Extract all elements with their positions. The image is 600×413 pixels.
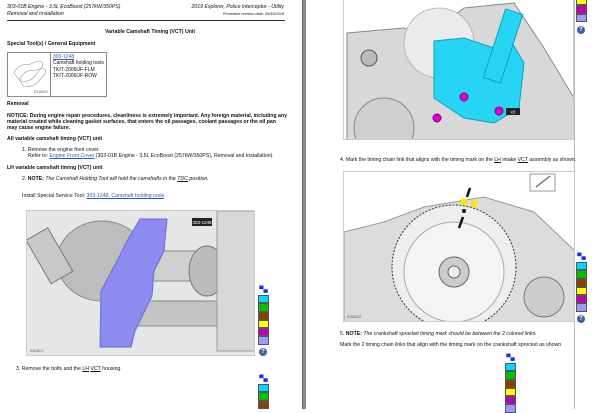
figure-vct-housing: x3	[343, 0, 574, 140]
step-1: 1. Remove the engine front cover.	[22, 147, 100, 153]
color-swatch-magenta[interactable]	[576, 5, 587, 14]
color-swatch-lavender[interactable]	[576, 13, 587, 22]
step-3: 3. Remove the bolts and the LH VCT housi…	[16, 366, 122, 372]
figure-id: E206022	[347, 315, 362, 319]
removal-heading: Removal	[7, 101, 29, 107]
color-palette[interactable]: ▀▄	[505, 355, 516, 413]
all-vct-heading: All variable camshaft timing (VCT) unit	[7, 136, 103, 142]
camera-icon[interactable]: ▀▄	[259, 376, 268, 382]
color-swatch-cyan[interactable]	[576, 262, 587, 271]
page-title: Variable Camshaft Timing (VCT) Unit	[104, 29, 196, 35]
color-swatch-yellow[interactable]	[576, 0, 587, 6]
tool-image: E216021	[8, 53, 51, 96]
camera-icon[interactable]: ▀▄	[506, 355, 515, 361]
figure-camshaft-tool: 303-1248 E204017	[26, 210, 255, 356]
color-swatch-yellow[interactable]	[258, 319, 269, 329]
color-swatch-lavender[interactable]	[576, 303, 587, 312]
camera-icon[interactable]: ▀▄	[259, 287, 268, 293]
color-swatch-green[interactable]	[576, 270, 587, 279]
tools-heading: Special Tool(s) / General Equipment	[7, 41, 96, 47]
header-revision: Procedure revision date: 09/18/2018	[222, 12, 284, 16]
figure-id: E216021	[33, 90, 48, 94]
color-swatch-yellow[interactable]	[576, 286, 587, 296]
color-palette[interactable]: ▀▄	[576, 254, 587, 312]
tool-kit: TKIT-2006UF-ROW	[53, 73, 97, 80]
figure-id: E204017	[30, 349, 45, 353]
engine-front-cover-link[interactable]: Engine Front Cover	[49, 153, 95, 159]
color-swatch-brown[interactable]	[258, 400, 269, 409]
help-icon[interactable]: ?	[577, 315, 585, 323]
header-divider	[7, 20, 285, 21]
header-vehicle: 2019 Explorer, Police Interceptor - Util…	[191, 4, 284, 10]
step-5-text: Mark the 2 timing chain links that align…	[340, 342, 562, 348]
color-palette[interactable]: ▀▄	[258, 287, 269, 345]
color-swatch-green[interactable]	[258, 303, 269, 312]
header-section: Removal and Installation	[7, 11, 64, 17]
help-icon[interactable]: ?	[259, 348, 267, 356]
tool-link[interactable]: 303-1248	[53, 54, 75, 60]
color-swatch-cyan[interactable]	[505, 363, 516, 372]
color-palette[interactable]: ▀▄	[258, 376, 269, 409]
step-5: 5. NOTE: The crankshaft sprocket timing …	[340, 331, 537, 337]
bolt-count-callout: x3	[511, 110, 516, 115]
color-swatch-brown[interactable]	[505, 379, 516, 388]
color-swatch-brown[interactable]	[258, 311, 269, 320]
page-divider	[302, 0, 306, 409]
figure-lh-timing-mark: E206022	[343, 171, 575, 322]
notice: NOTICE: During engine repair procedures,…	[7, 113, 288, 131]
tool-name: Camshaft holding tools	[53, 60, 104, 67]
left-page: 303-01B Engine - 3.5L EcoBoost (257kW/35…	[0, 0, 300, 409]
color-swatch-magenta[interactable]	[576, 295, 587, 304]
color-swatch-brown[interactable]	[576, 278, 587, 287]
header-engine: 303-01B Engine - 3.5L EcoBoost (257kW/35…	[7, 4, 121, 10]
color-swatch-yellow[interactable]	[505, 387, 516, 397]
color-swatch-magenta[interactable]	[505, 396, 516, 405]
color-swatch-green[interactable]	[505, 371, 516, 380]
tool-table: E216021 303-1248 Camshaft holding tools …	[7, 52, 107, 97]
camera-icon[interactable]: ▀▄	[577, 254, 586, 260]
camshaft-tool-link[interactable]: 303-1248, Camshaft holding tools	[86, 193, 165, 199]
step-2: 2. NOTE: The Camshaft Holding Tool will …	[22, 176, 209, 182]
color-swatch-lavender[interactable]	[258, 336, 269, 345]
tool-callout: 303-1248	[192, 220, 212, 225]
step-1-refer: Refer to: Engine Front Cover (303-01B En…	[28, 153, 274, 159]
lh-vct-heading: LH variable camshaft timing (VCT) unit	[7, 165, 103, 171]
install-tool: Install Special Service Tool: 303-1248, …	[22, 193, 166, 199]
color-swatch-cyan[interactable]	[258, 384, 269, 393]
help-icon[interactable]: ?	[577, 26, 585, 34]
color-swatch-cyan[interactable]	[258, 295, 269, 304]
color-palette[interactable]	[576, 0, 587, 22]
tool-kit: TKIT-2006UF-FLM	[53, 66, 95, 73]
color-swatch-magenta[interactable]	[258, 328, 269, 337]
step-4: 4. Mark the timing chain link that align…	[340, 157, 577, 163]
color-swatch-green[interactable]	[258, 392, 269, 401]
